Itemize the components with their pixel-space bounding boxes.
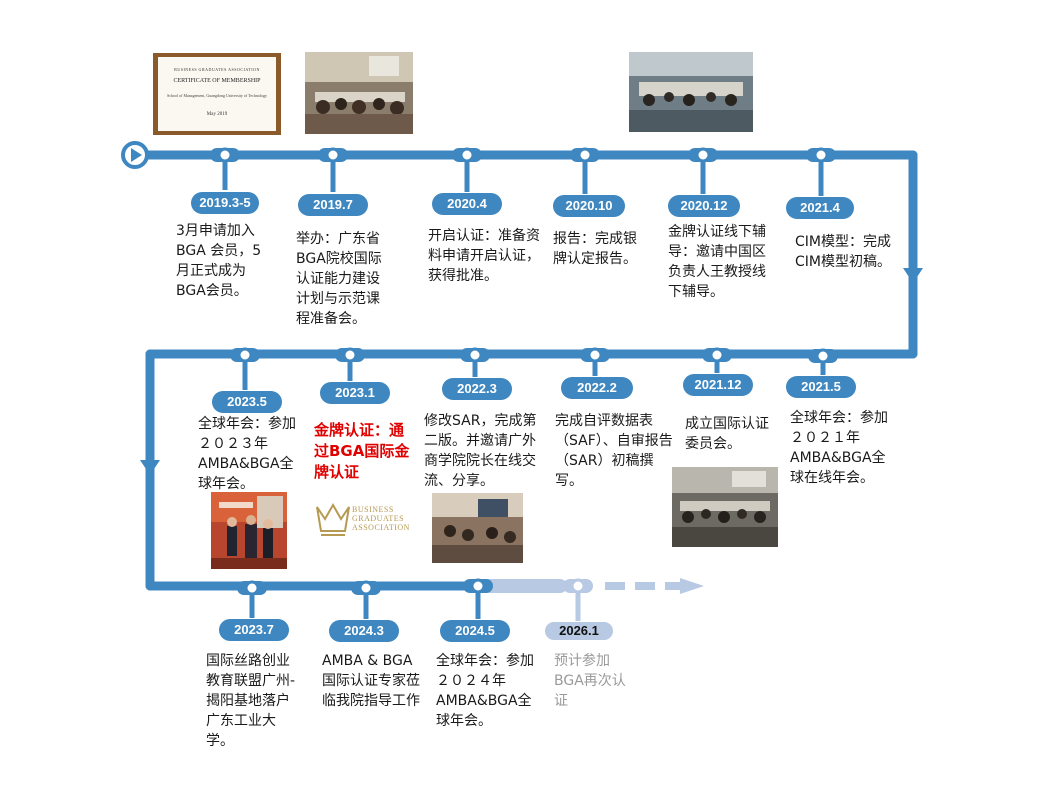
timeline-node-icon: [580, 347, 610, 363]
date-label: 2021.5: [786, 376, 856, 398]
timeline-node-icon: [463, 578, 493, 594]
timeline-node-icon: [806, 147, 836, 163]
date-label: 2024.3: [329, 620, 399, 642]
arrow-right-icon: [680, 578, 704, 594]
triangle-down-icon: [140, 460, 160, 475]
committee-photo-2021-12: [672, 467, 778, 547]
certificate-org: BUSINESS GRADUATES ASSOCIATION: [174, 67, 260, 72]
timeline-node-icon: [460, 347, 490, 363]
timeline-node-icon: [452, 147, 482, 163]
date-label: 2020.4: [432, 193, 502, 215]
milestone-description: 国际丝路创业教育联盟广州-揭阳基地落户广东工业大学。: [206, 653, 296, 749]
milestone-description: 开启认证：准备资料申请开启认证，获得批准。: [428, 228, 540, 284]
meeting-photo-2019-7: [305, 52, 413, 134]
milestone-description: 金牌认证线下辅导：邀请中国区负责人王教授线下辅导。: [668, 224, 766, 300]
timeline-node-icon: [230, 347, 260, 363]
play-circle-icon: [121, 141, 149, 169]
logo-line: ASSOCIATION: [352, 523, 410, 532]
milestone-description: 修改SAR，完成第二版。并邀请广外商学院院长在线交流、分享。: [424, 413, 537, 489]
certificate-date: May 2019: [206, 112, 228, 117]
timeline-node-icon: [335, 347, 365, 363]
date-label: 2021.4: [786, 197, 854, 219]
logo-line: BUSINESS: [352, 505, 394, 514]
date-label: 2022.3: [442, 378, 512, 400]
milestone-description: 全球年会：参加２０２１年AMBA&BGA全球在线年会。: [790, 410, 888, 486]
milestone-description: 全球年会：参加２０２３年AMBA&BGA全球年会。: [198, 416, 296, 492]
timeline-node-icon: [210, 147, 240, 163]
membership-certificate-image: BUSINESS GRADUATES ASSOCIATION CERTIFICA…: [153, 53, 281, 135]
date-label: 2020.12: [668, 195, 740, 217]
timeline-node-icon: [563, 578, 593, 594]
date-label: 2024.5: [440, 620, 510, 642]
milestone-description-future: 预计参加BGA再次认证: [554, 653, 626, 709]
logo-line: GRADUATES: [352, 514, 405, 523]
timeline-node-icon: [318, 147, 348, 163]
timeline-node-icon: [351, 580, 381, 596]
timeline-node-icon: [688, 147, 718, 163]
milestone-description: 全球年会：参加２０２４年AMBA&BGA全球年会。: [436, 653, 534, 729]
milestone-description: 报告：完成银牌认定报告。: [553, 231, 637, 267]
milestone-description: 成立国际认证委员会。: [685, 416, 769, 452]
certificate-school: School of Management, Guangdong Universi…: [167, 93, 267, 98]
timeline-node-icon: [570, 147, 600, 163]
milestone-description: 3月申请加入BGA 会员，5月正式成为BGA会员。: [176, 223, 262, 299]
timeline-node-icon: [702, 347, 732, 363]
bga-logo: BUSINESS GRADUATES ASSOCIATION: [311, 493, 415, 545]
date-label: 2019.7: [298, 194, 368, 216]
timeline-node-icon: [808, 348, 838, 364]
triangle-down-icon: [903, 268, 923, 283]
date-label: 2020.10: [553, 195, 625, 217]
milestone-description: 举办：广东省BGA院校国际认证能力建设计划与示范课程准备会。: [296, 231, 382, 327]
date-label: 2022.2: [561, 377, 633, 399]
timeline-node-icon: [237, 580, 267, 596]
date-label: 2023.5: [212, 391, 282, 413]
date-label: 2023.7: [219, 619, 289, 641]
certificate-title: CERTIFICATE OF MEMBERSHIP: [173, 78, 261, 84]
milestone-description: 完成自评数据表（SAF）、自审报告（SAR）初稿撰写。: [555, 413, 673, 489]
online-exchange-photo-2022-3: [432, 493, 523, 563]
conference-photo-2023-5: [211, 492, 287, 569]
milestone-description: CIM模型：完成CIM模型初稿。: [795, 234, 891, 270]
milestone-description-highlight: 金牌认证：通过BGA国际金牌认证: [314, 421, 410, 481]
date-label: 2023.1: [320, 382, 390, 404]
meeting-photo-2021-4: [629, 52, 753, 132]
milestone-description: AMBA & BGA 国际认证专家莅临我院指导工作: [322, 653, 420, 709]
date-label: 2019.3-5: [191, 192, 259, 214]
date-label: 2021.12: [683, 374, 753, 396]
date-label-future: 2026.1: [545, 622, 613, 640]
